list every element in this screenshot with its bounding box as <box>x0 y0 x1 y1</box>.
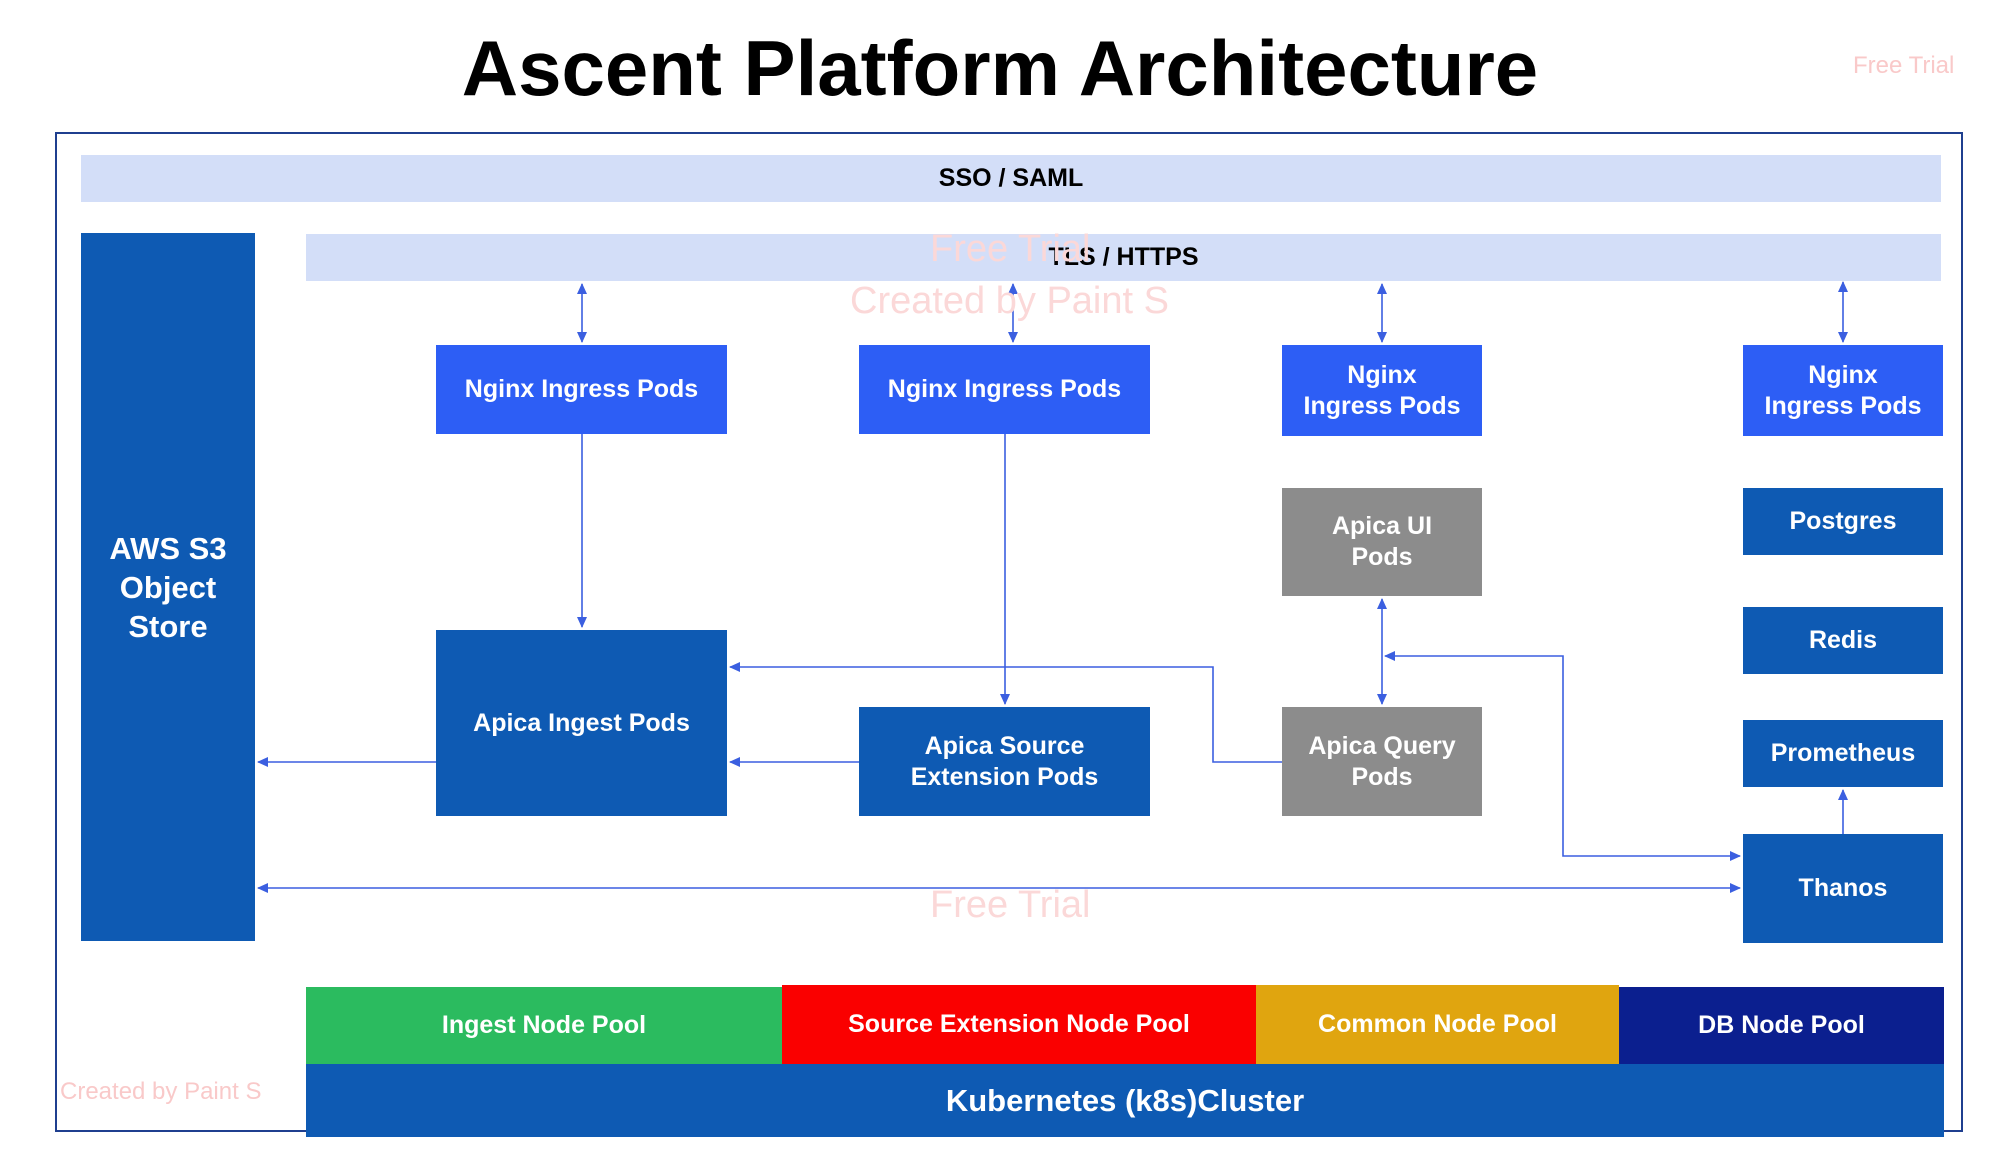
nginx-ingress-pods-1: Nginx Ingress Pods <box>436 345 727 434</box>
prometheus: Prometheus <box>1743 720 1943 787</box>
apica-ingest-pods: Apica Ingest Pods <box>436 630 727 816</box>
aws-s3-object-store: AWS S3 Object Store <box>81 233 255 941</box>
tls-https-band: TLS / HTTPS <box>306 234 1941 281</box>
watermark-bottom-left: Created by Paint S <box>60 1078 262 1105</box>
sso-saml-band: SSO / SAML <box>81 155 1941 202</box>
watermark-center-top: Free Trial <box>930 228 1091 270</box>
common-node-pool: Common Node Pool <box>1256 985 1619 1064</box>
postgres: Postgres <box>1743 488 1943 555</box>
watermark-center-bottom: Free Trial <box>930 884 1091 926</box>
page-title: Ascent Platform Architecture <box>461 24 1539 112</box>
apica-source-extension-pods: Apica Source Extension Pods <box>859 707 1150 816</box>
thanos: Thanos <box>1743 834 1943 943</box>
redis: Redis <box>1743 607 1943 674</box>
nginx-ingress-pods-2: Nginx Ingress Pods <box>859 345 1150 434</box>
watermark-center-top-2: Created by Paint S <box>850 280 1169 322</box>
source-extension-node-pool: Source Extension Node Pool <box>782 985 1256 1064</box>
nginx-ingress-pods-3: Nginx Ingress Pods <box>1282 345 1482 436</box>
kubernetes-cluster: Kubernetes (k8s)Cluster <box>306 1064 1944 1137</box>
apica-ui-pods: Apica UI Pods <box>1282 488 1482 596</box>
arrow-query-to-ingest <box>729 662 1282 763</box>
arrow-query-thanos <box>1384 651 1741 861</box>
db-node-pool: DB Node Pool <box>1619 987 1944 1064</box>
nginx-ingress-pods-4: Nginx Ingress Pods <box>1743 345 1943 436</box>
watermark-top-right: Free Trial <box>1853 52 1955 79</box>
ingest-node-pool: Ingest Node Pool <box>306 987 782 1064</box>
